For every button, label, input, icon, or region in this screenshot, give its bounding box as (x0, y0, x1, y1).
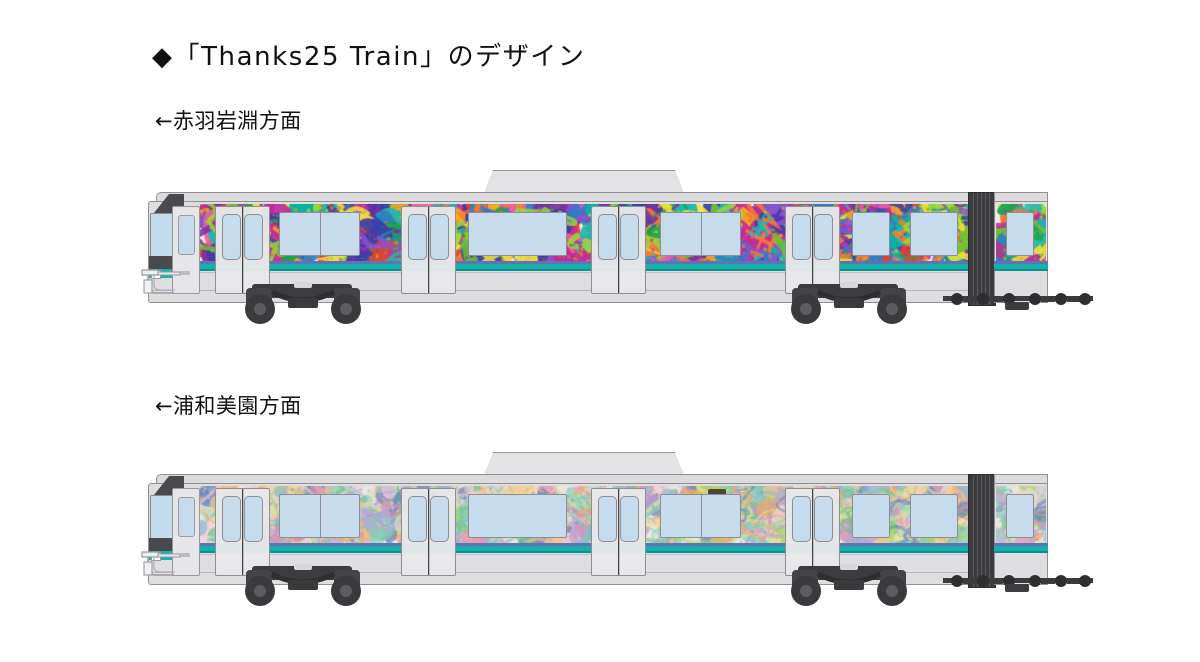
driver-door (172, 488, 200, 576)
saloon-window-group-3 (660, 212, 741, 256)
passenger-door-1 (215, 488, 270, 576)
roof-vent (708, 489, 726, 496)
adjacent-car-stripe (994, 543, 1048, 554)
door-leaf-split (427, 207, 430, 293)
door-window-right (430, 214, 449, 260)
door-leaf-split (617, 489, 620, 575)
saloon-window-group-3 (660, 494, 741, 538)
page-title: ◆「Thanks25 Train」のデザイン (152, 42, 586, 72)
door-window-left (408, 496, 427, 542)
door-window-left (792, 214, 811, 260)
door-leaf-split (811, 207, 814, 293)
adjacent-car-window (1006, 494, 1034, 538)
front-coupler-assembly (138, 548, 200, 584)
adjacent-car-stripe (994, 261, 1048, 272)
door-leaf-split (617, 207, 620, 293)
passenger-door-4 (785, 488, 840, 576)
window-mullion (319, 213, 321, 255)
window-mullion (700, 213, 702, 255)
door-leaf-split (811, 489, 814, 575)
bogie-front (244, 562, 362, 609)
door-window-right (244, 214, 263, 260)
gangway-connection (968, 192, 996, 306)
train-car-body (148, 192, 1028, 304)
passenger-door-1 (215, 206, 270, 294)
bogie-rear (790, 562, 908, 609)
saloon-window-group-5 (910, 494, 958, 538)
skirt-line (148, 289, 1028, 291)
skirt-line (148, 571, 1028, 573)
direction-label-akabane-iwabuchi: ←赤羽岩淵方面 (155, 109, 302, 133)
driver-door-window (178, 215, 195, 255)
saloon-window-group-1 (279, 212, 360, 256)
adjacent-car-end (994, 474, 1048, 586)
door-window-right (430, 496, 449, 542)
door-window-right (620, 496, 639, 542)
door-window-right (814, 214, 833, 260)
door-window-left (598, 214, 617, 260)
train-illustration-urawa-misono (141, 452, 1093, 617)
pantograph-cover (483, 170, 685, 195)
door-window-left (222, 496, 241, 542)
door-leaf-split (241, 489, 244, 575)
saloon-window-group-4 (852, 212, 890, 256)
door-leaf-split (241, 207, 244, 293)
saloon-window-group-5 (910, 212, 958, 256)
door-window-left (598, 496, 617, 542)
passenger-door-4 (785, 206, 840, 294)
direction-label-urawa-misono: ←浦和美園方面 (155, 394, 302, 418)
driver-door-handle (180, 271, 190, 275)
window-mullion (319, 495, 321, 537)
passenger-door-2 (401, 206, 456, 294)
car-end-coupler-detail (943, 290, 1093, 316)
passenger-door-2 (401, 488, 456, 576)
door-window-right (814, 496, 833, 542)
saloon-window-group-2 (468, 212, 567, 256)
driver-door (172, 206, 200, 294)
door-window-right (244, 496, 263, 542)
door-window-left (222, 214, 241, 260)
door-window-right (620, 214, 639, 260)
driver-door-handle (180, 553, 190, 557)
front-coupler-assembly (138, 266, 200, 302)
saloon-window-group-1 (279, 494, 360, 538)
passenger-door-3 (591, 206, 646, 294)
bogie-front (244, 280, 362, 327)
door-window-left (792, 496, 811, 542)
car-end-coupler-detail (943, 572, 1093, 598)
window-mullion (700, 495, 702, 537)
saloon-window-group-2 (468, 494, 567, 538)
door-leaf-split (427, 489, 430, 575)
gangway-connection (968, 474, 996, 588)
passenger-door-3 (591, 488, 646, 576)
adjacent-car-end (994, 192, 1048, 304)
door-window-left (408, 214, 427, 260)
saloon-window-group-4 (852, 494, 890, 538)
train-illustration-akabane-iwabuchi (141, 170, 1093, 335)
driver-door-window (178, 497, 195, 537)
adjacent-car-window (1006, 212, 1034, 256)
bogie-rear (790, 280, 908, 327)
